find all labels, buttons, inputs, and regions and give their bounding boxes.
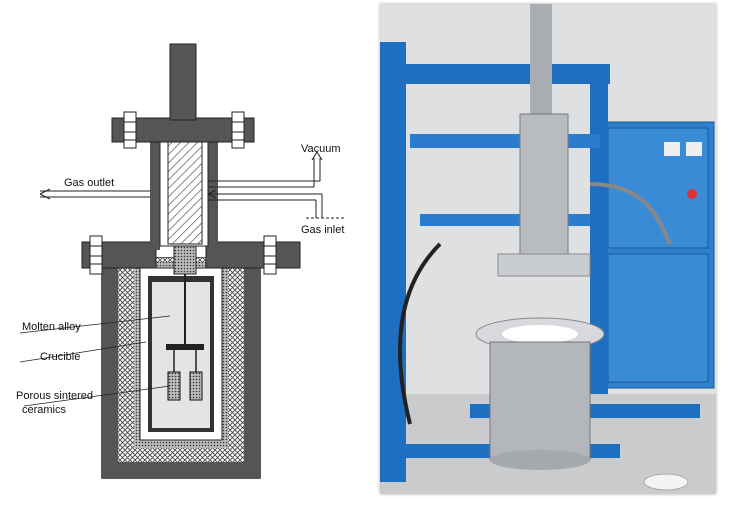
label-crucible: Crucible: [40, 351, 80, 363]
photo-illustration: [380, 4, 716, 494]
label-gas-outlet: Gas outlet: [64, 177, 114, 189]
gas-lines: [39, 151, 344, 219]
upper-flange: [111, 111, 255, 149]
label-molten-alloy: Molten alloy: [22, 321, 81, 333]
label-vacuum: Vacuum: [301, 143, 341, 155]
label-porous-line1: Porous sintered: [16, 390, 93, 402]
leader-lines: [19, 315, 171, 407]
drive-shaft: [169, 43, 197, 121]
schematic-diagram: Vacuum Gas outlet Gas inlet Molten alloy…: [16, 43, 344, 479]
porous-ceramic-right: [189, 371, 203, 401]
outer-vessel: [101, 257, 261, 479]
stirrer-assembly: [166, 274, 204, 401]
apparatus-photo: [380, 4, 716, 494]
label-gas-inlet: Gas inlet: [301, 224, 344, 236]
label-porous-line2: ceramics: [22, 404, 67, 416]
lower-flange: [81, 235, 301, 275]
